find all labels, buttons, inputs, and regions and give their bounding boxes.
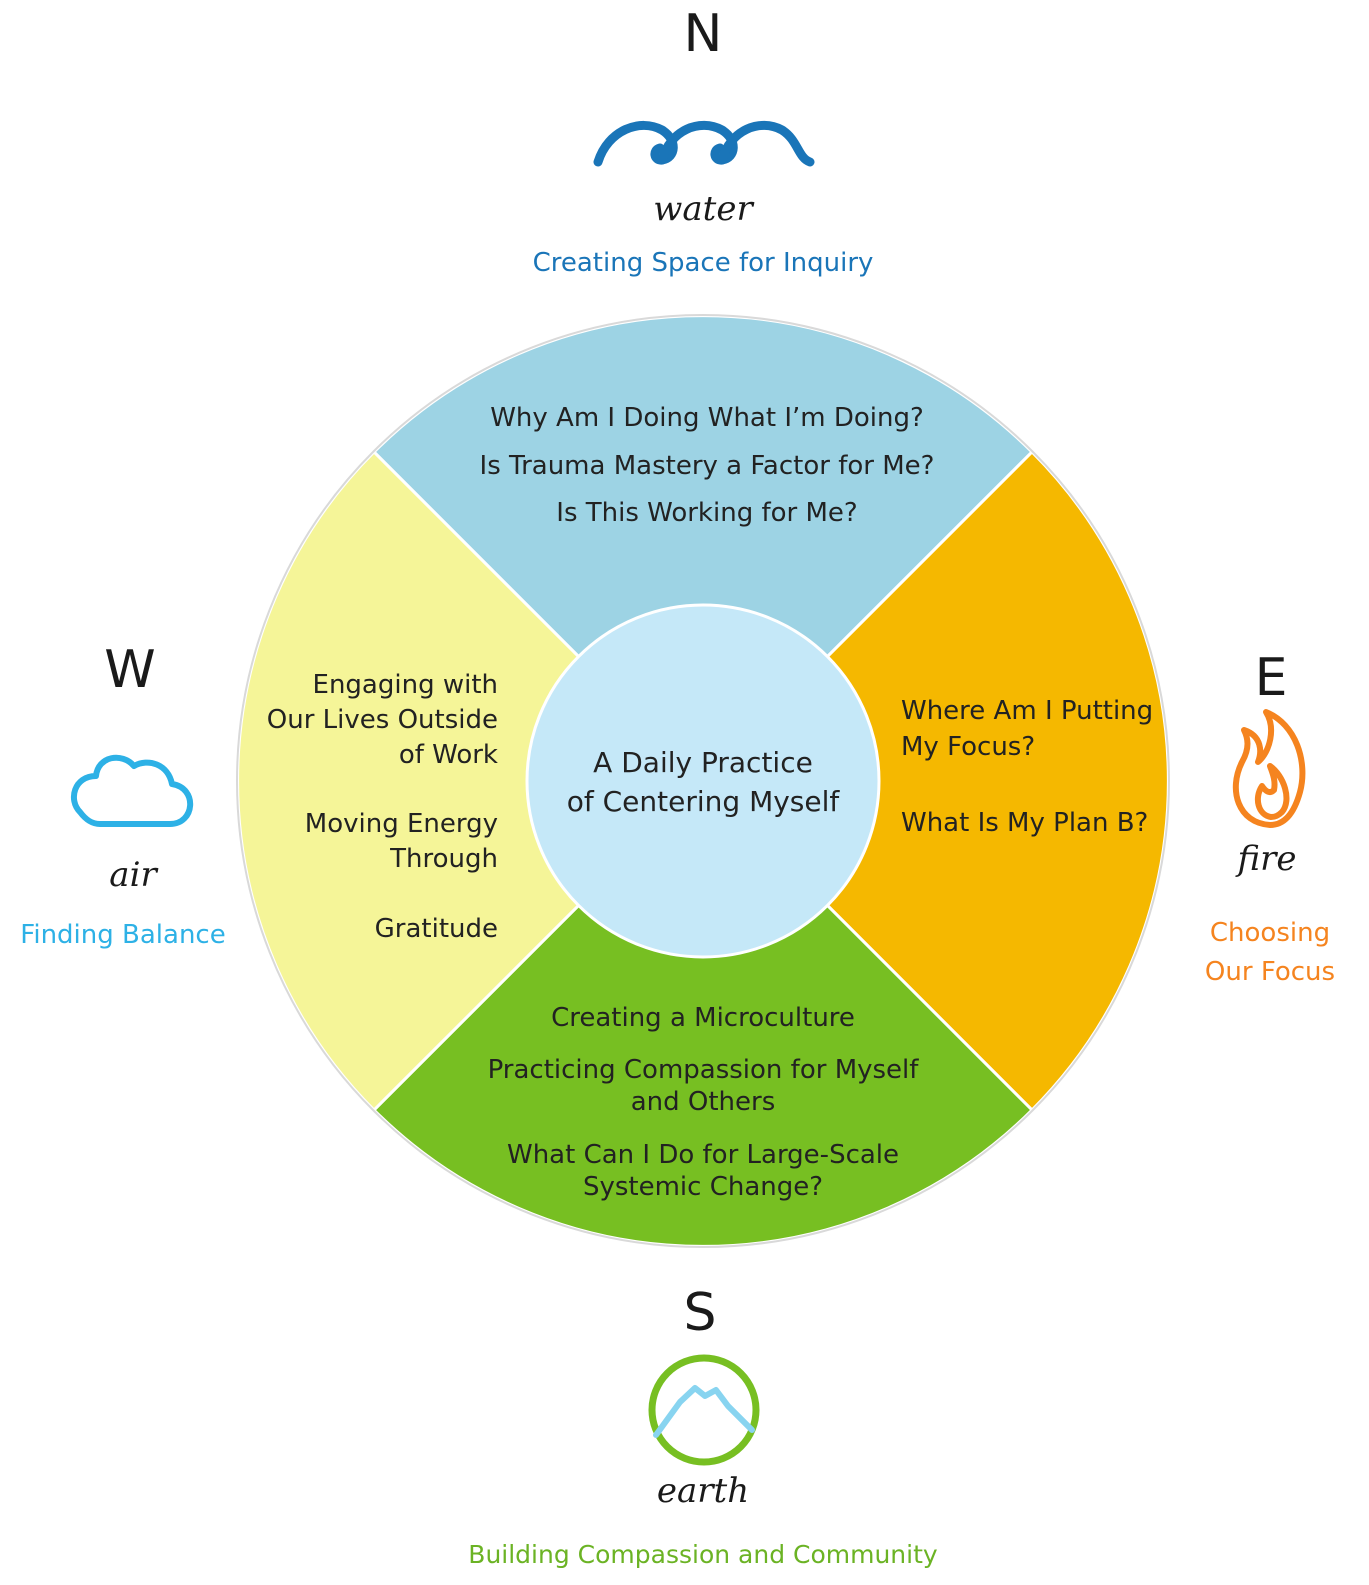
theme-east: Choosing Our Focus xyxy=(1205,914,1335,992)
theme-east-line-1: Choosing xyxy=(1209,918,1331,948)
question-north-2: Is Trauma Mastery a Factor for Me? xyxy=(479,451,935,481)
question-east-1: Where Am I Putting My Focus? xyxy=(901,693,1153,765)
question-south-2: Practicing Compassion for Myself and Oth… xyxy=(488,1054,919,1118)
question-west-2: Moving Energy Through xyxy=(305,807,498,877)
question-east-1-line-2: My Focus? xyxy=(901,732,1036,762)
question-west-3: Gratitude xyxy=(375,912,498,947)
cloud-icon xyxy=(70,754,194,827)
question-south-1-line-1: Creating a Microculture xyxy=(551,1003,855,1033)
theme-east-line-2: Our Focus xyxy=(1204,957,1336,987)
center-label: A Daily Practice of Centering Myself xyxy=(567,743,840,821)
element-earth-label: earth xyxy=(656,1471,750,1511)
theme-west: Finding Balance xyxy=(20,920,226,950)
wheel-outline xyxy=(236,314,1170,1248)
question-south-2-line-2: and Others xyxy=(630,1087,776,1117)
question-west-1-line-2: Our Lives Outside xyxy=(266,705,498,735)
question-west-1-line-3: of Work xyxy=(398,740,498,770)
question-east-2: What Is My Plan B? xyxy=(901,805,1148,841)
direction-west-letter: W xyxy=(104,640,156,700)
question-south-3-line-1: What Can I Do for Large-Scale xyxy=(506,1140,900,1170)
direction-east-letter: E xyxy=(1254,648,1288,708)
question-south-3-line-2: Systemic Change? xyxy=(582,1172,824,1202)
direction-north-letter: N xyxy=(683,4,723,64)
question-south-1: Creating a Microculture xyxy=(551,1002,855,1034)
theme-north: Creating Space for Inquiry xyxy=(532,248,874,278)
question-south-2-line-1: Practicing Compassion for Myself xyxy=(487,1055,919,1085)
theme-south: Building Compassion and Community xyxy=(468,1540,938,1569)
question-east-1-line-1: Where Am I Putting xyxy=(901,696,1154,726)
element-air-label: air xyxy=(109,855,157,895)
question-west-1: Engaging with Our Lives Outside of Work xyxy=(267,668,498,773)
center-label-line-2: of Centering Myself xyxy=(566,785,840,818)
question-east-2-line-1: What Is My Plan B? xyxy=(901,808,1149,838)
question-north-1: Why Am I Doing What I’m Doing? xyxy=(490,403,924,433)
center-circle xyxy=(525,603,881,959)
mountain-circle-icon xyxy=(648,1354,760,1466)
element-water-label: water xyxy=(653,189,753,229)
direction-south-letter: S xyxy=(683,1283,717,1343)
element-fire-label: fire xyxy=(1237,839,1297,879)
waves-icon xyxy=(593,121,815,167)
flame-icon xyxy=(1232,709,1306,828)
center-label-line-1: A Daily Practice xyxy=(593,746,813,779)
question-south-3: What Can I Do for Large-Scale Systemic C… xyxy=(507,1139,899,1203)
question-west-1-line-1: Engaging with xyxy=(312,670,498,700)
question-west-2-line-2: Through xyxy=(390,844,498,874)
question-west-3-line-1: Gratitude xyxy=(374,914,498,944)
question-west-2-line-1: Moving Energy xyxy=(304,809,498,839)
question-north-3: Is This Working for Me? xyxy=(556,498,858,528)
